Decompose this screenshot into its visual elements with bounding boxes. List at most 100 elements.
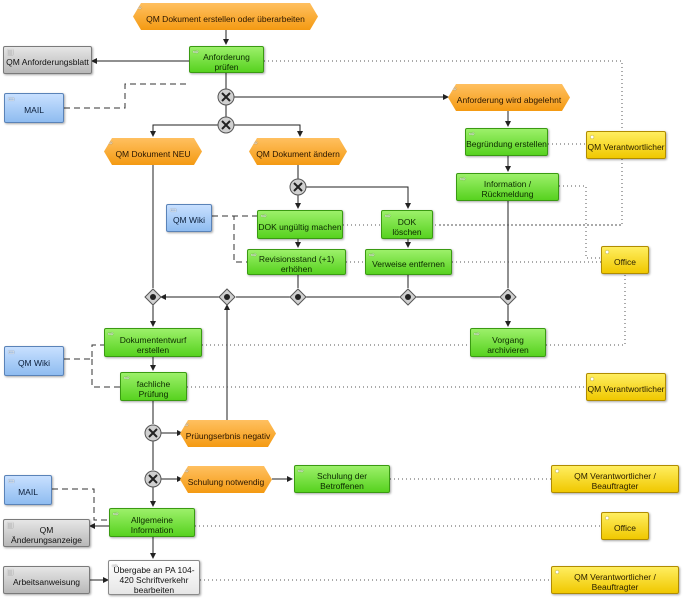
event-rejected-label: Anforderung wird abgelehnt xyxy=(456,94,562,105)
and-connector xyxy=(218,288,236,306)
event-schulung[interactable]: Schulung notwendig⇨ xyxy=(180,466,272,493)
function-label: Übergabe an PA 104-420 Schriftverkehr be… xyxy=(113,564,195,595)
org-label: QM Verantwortlicher xyxy=(587,142,665,152)
function-icon: ⇨ xyxy=(251,252,257,259)
function-uebergabe[interactable]: ⇨Übergabe an PA 104-420 Schriftverkehr b… xyxy=(108,560,200,595)
event-negativ-label: Prüungserbnis negativ xyxy=(185,430,271,441)
person-icon: ● xyxy=(605,515,610,522)
xor-connector xyxy=(144,470,162,488)
function-label: Schulung der Betroffenen xyxy=(316,471,368,491)
function-label: fachliche Prüfung xyxy=(136,378,171,399)
person-icon: ● xyxy=(590,376,595,383)
event-aendern[interactable]: QM Dokument ändern⇨ xyxy=(249,138,347,165)
event-icon: ⇨ xyxy=(183,422,189,429)
org-label: Office xyxy=(613,257,637,267)
function-archivieren[interactable]: ⇨ Vorgang archivieren xyxy=(470,328,546,357)
function-dok-ungueltig[interactable]: ⇨DOK ungültig machen xyxy=(257,210,343,239)
and-connector xyxy=(499,288,517,306)
function-icon: ⇨ xyxy=(474,331,480,338)
function-label: DOK löschen xyxy=(392,216,422,237)
event-icon: ⇨ xyxy=(136,5,142,12)
system-label: QM Wiki xyxy=(17,358,51,368)
system-icon: ▭ xyxy=(8,478,15,485)
event-icon: ⇨ xyxy=(252,140,258,147)
event-icon: ⇨ xyxy=(183,468,189,475)
xor-connector xyxy=(144,424,162,442)
function-label: Begründung erstellen xyxy=(466,139,547,149)
document-label: QM Anforderungsblatt xyxy=(6,57,89,67)
system-qm-wiki-1[interactable]: ▭QM Wiki xyxy=(166,204,212,232)
org-office-2[interactable]: ●Office xyxy=(601,512,649,540)
org-office-1[interactable]: ●Office xyxy=(601,246,649,274)
function-icon: ⇨ xyxy=(385,213,391,220)
person-icon: ● xyxy=(555,468,560,475)
org-qm-verantwortlicher-1[interactable]: ●QM Verantwortlicher xyxy=(586,131,666,159)
document-anforderungsblatt[interactable]: ▤QM Anforderungsblatt xyxy=(3,46,92,74)
document-icon: ▤ xyxy=(7,49,14,56)
system-qm-wiki-2[interactable]: ▭QM Wiki xyxy=(4,346,64,376)
person-icon: ● xyxy=(590,134,595,141)
document-label: Arbeitsanweisung xyxy=(12,577,81,587)
function-label: Revisionsstand (+1) erhöhen xyxy=(258,254,335,274)
connectors xyxy=(144,88,517,488)
function-dok-loeschen[interactable]: ⇨DOK löschen xyxy=(381,210,433,239)
person-icon: ● xyxy=(555,569,560,576)
xor-connector xyxy=(217,116,235,134)
function-icon: ⇨ xyxy=(112,563,118,570)
event-start[interactable]: QM Dokument erstellen oder überarbeiten⇨ xyxy=(133,3,318,30)
event-neu[interactable]: QM Dokument NEU⇨ xyxy=(104,138,202,165)
system-icon: ▭ xyxy=(8,349,15,356)
function-allgemeine-info[interactable]: ⇨Allgemeine Information xyxy=(109,508,195,537)
event-aendern-label: QM Dokument ändern xyxy=(256,148,340,159)
function-fachliche-pruefung[interactable]: ⇨ fachliche Prüfung xyxy=(120,372,187,401)
org-qm-beauftragter-1[interactable]: ● QM Verantwortlicher / Beauftragter xyxy=(551,465,679,493)
function-label: Vorgang archivieren xyxy=(487,334,529,355)
function-anforderung-pruefen[interactable]: ⇨ Anforderung prüfen xyxy=(189,46,264,73)
function-icon: ⇨ xyxy=(460,176,466,183)
system-icon: ▭ xyxy=(8,96,15,103)
org-label: Office xyxy=(613,523,637,533)
function-label: Verweise entfernen xyxy=(372,259,445,269)
system-mail-1[interactable]: ▭ MAIL xyxy=(4,93,64,123)
function-entwurf[interactable]: ⇨ Dokumententwurf erstellen xyxy=(104,328,202,357)
system-icon: ▭ xyxy=(170,207,177,214)
function-label: Anforderung prüfen xyxy=(203,51,250,72)
document-label: QM Änderungsanzeige xyxy=(11,525,82,545)
function-icon: ⇨ xyxy=(369,252,375,259)
function-icon: ⇨ xyxy=(193,49,199,56)
document-icon: ▤ xyxy=(7,569,14,576)
xor-connector xyxy=(289,178,307,196)
event-neu-label: QM Dokument NEU xyxy=(115,148,191,159)
function-verweise[interactable]: ⇨Verweise entfernen xyxy=(365,249,452,275)
function-label: DOK ungültig machen xyxy=(258,221,342,232)
and-connector xyxy=(399,288,417,306)
event-negativ[interactable]: Prüungserbnis negativ⇨ xyxy=(180,420,276,447)
function-icon: ⇨ xyxy=(261,213,267,220)
function-icon: ⇨ xyxy=(124,375,130,382)
org-qm-verantwortlicher-2[interactable]: ●QM Verantwortlicher xyxy=(586,373,666,401)
and-connector xyxy=(289,288,307,306)
function-revisionsstand[interactable]: ⇨Revisionsstand (+1) erhöhen xyxy=(247,249,346,275)
system-label: MAIL xyxy=(18,487,38,497)
system-label: QM Wiki xyxy=(172,215,206,225)
event-icon: ⇨ xyxy=(107,140,113,147)
function-label: Allgemeine Information xyxy=(130,514,174,535)
and-connector xyxy=(144,288,162,306)
function-information[interactable]: ⇨Information / Rückmeldung xyxy=(456,173,559,201)
event-schulung-label: Schulung notwendig xyxy=(187,476,265,487)
event-icon: ⇨ xyxy=(451,86,457,93)
org-label: QM Verantwortlicher / Beauftragter xyxy=(574,471,656,491)
document-aenderungsanzeige[interactable]: ▤QM Änderungsanzeige xyxy=(3,519,90,547)
function-icon: ⇨ xyxy=(108,331,114,338)
event-rejected[interactable]: Anforderung wird abgelehnt⇨ xyxy=(448,84,570,111)
xor-connector xyxy=(217,88,235,106)
function-label: Dokumententwurf erstellen xyxy=(119,334,187,355)
system-label: MAIL xyxy=(24,105,44,115)
function-schulung-betroffenen[interactable]: ⇨Schulung der Betroffenen xyxy=(294,465,390,493)
document-icon: ▤ xyxy=(7,522,14,529)
system-mail-2[interactable]: ▭MAIL xyxy=(4,475,52,505)
document-arbeitsanweisung[interactable]: ▤Arbeitsanweisung xyxy=(3,566,90,594)
function-begruendung[interactable]: ⇨Begründung erstellen xyxy=(465,128,548,156)
org-qm-beauftragter-2[interactable]: ●QM Verantwortlicher / Beauftragter xyxy=(551,566,679,594)
